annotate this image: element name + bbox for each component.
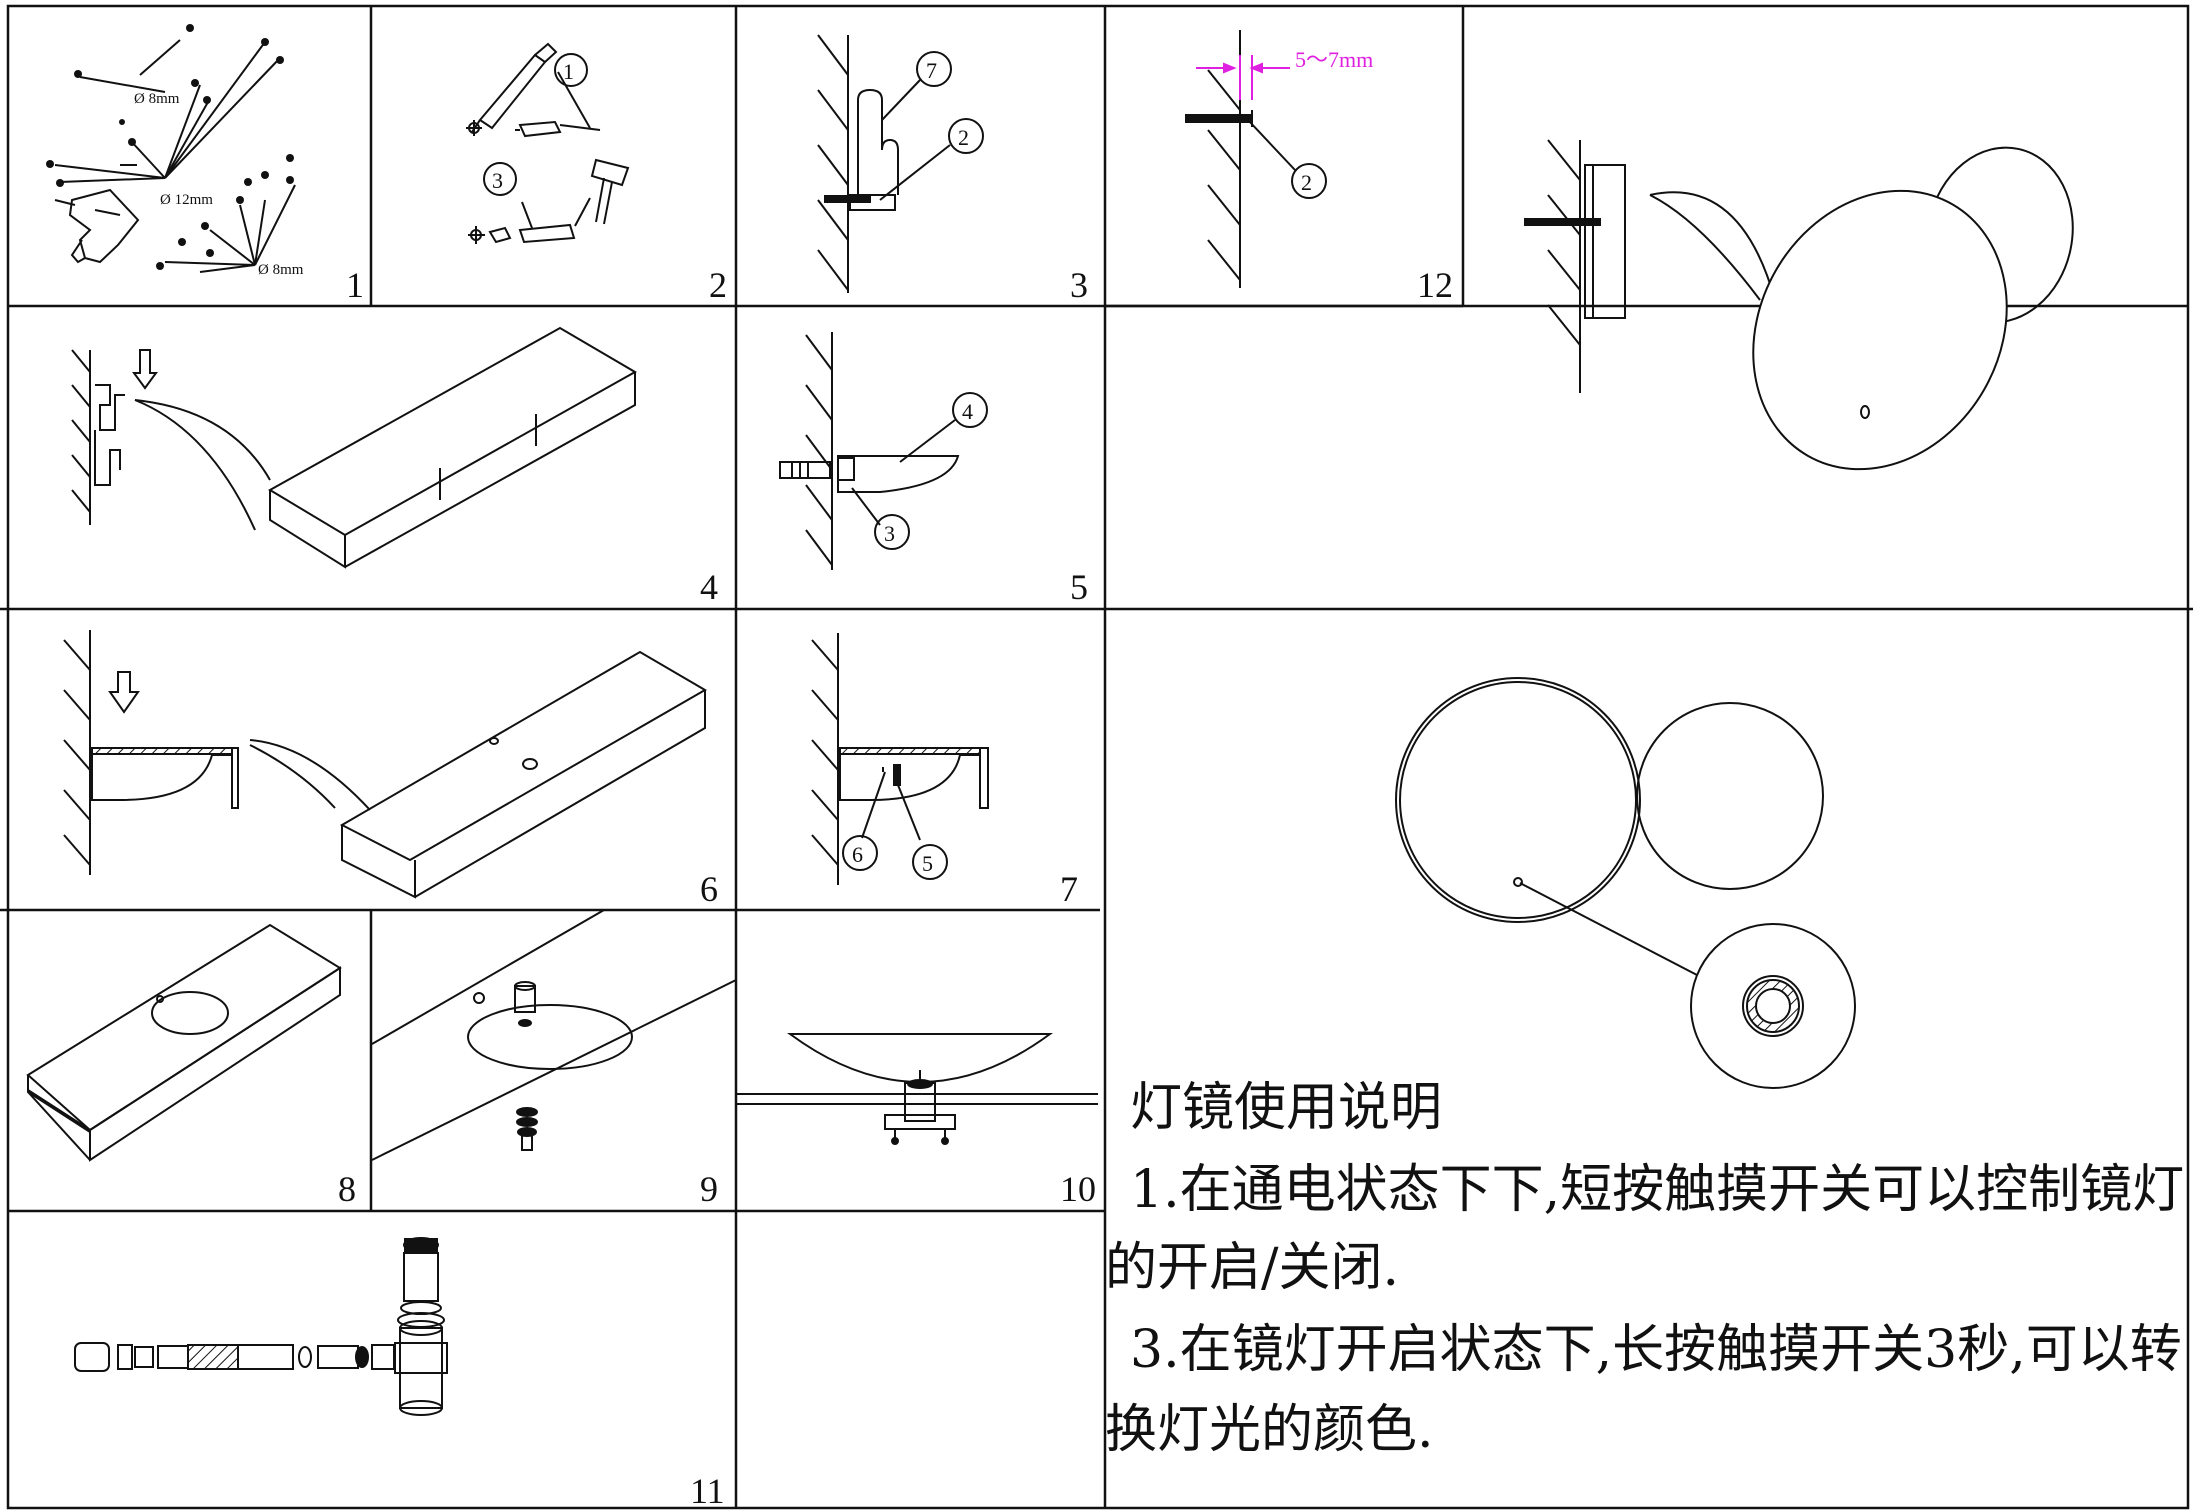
dim-label-d8a: Ø 8mm	[134, 91, 180, 107]
callout-2-label: 2	[958, 125, 969, 150]
step-12-drawing	[1185, 30, 1327, 288]
dim-label-d12: Ø 12mm	[160, 192, 213, 208]
callout-2b-label: 2	[1301, 170, 1312, 195]
callout-3-label: 3	[492, 168, 503, 193]
step-6-drawing	[63, 630, 707, 899]
step-number-6: 6	[700, 869, 718, 909]
step-number-9: 9	[700, 1169, 718, 1209]
step-number-7: 7	[1060, 869, 1078, 909]
step-number-12: 12	[1417, 265, 1453, 305]
callout-6-label: 6	[852, 842, 863, 867]
instructions-line-3: 3.在镜灯开启状态下,长按触摸开关3秒,可以转	[1130, 1320, 2182, 1380]
step-number-11: 11	[690, 1471, 725, 1511]
callout-4-label: 4	[962, 399, 973, 424]
gap-label: 5～7mm	[1295, 47, 1373, 72]
step-11-drawing	[74, 1237, 448, 1416]
step-number-10: 10	[1060, 1169, 1096, 1209]
step-5-drawing	[779, 332, 988, 570]
callout-5-label: 5	[922, 851, 933, 876]
step-number-5: 5	[1070, 567, 1088, 607]
step-number-2: 2	[709, 265, 727, 305]
callout-7-label: 7	[926, 58, 937, 83]
callout-1-label: 1	[563, 59, 574, 84]
gap-dimension	[1196, 55, 1290, 100]
step-8-drawing	[26, 923, 342, 1162]
step-7-drawing	[811, 633, 989, 885]
step-3-drawing	[817, 34, 984, 293]
step-number-4: 4	[700, 567, 718, 607]
step-number-3: 3	[1070, 265, 1088, 305]
step-1-drawing	[46, 24, 296, 273]
instructions-line-2: 的开启/关闭.	[1105, 1238, 1400, 1298]
step-number-8: 8	[338, 1169, 356, 1209]
step-number-1: 1	[346, 265, 364, 305]
dim-label-d8b: Ø 8mm	[258, 262, 304, 278]
instructions-title: 灯镜使用说明	[1130, 1078, 1443, 1138]
mirror-detail-drawing	[1395, 677, 1856, 1089]
instructions-line-4: 换灯光的颜色.	[1105, 1400, 1434, 1460]
step-10-drawing	[737, 1033, 1098, 1145]
mirror-mount-drawing	[1524, 139, 2074, 471]
callout-3b-label: 3	[884, 521, 895, 546]
step-2-drawing	[466, 42, 630, 244]
step-4-drawing	[71, 326, 638, 569]
step-9-drawing	[371, 909, 737, 1161]
instructions-line-1: 1.在通电状态下下,短按触摸开关可以控制镜灯	[1130, 1160, 2185, 1220]
